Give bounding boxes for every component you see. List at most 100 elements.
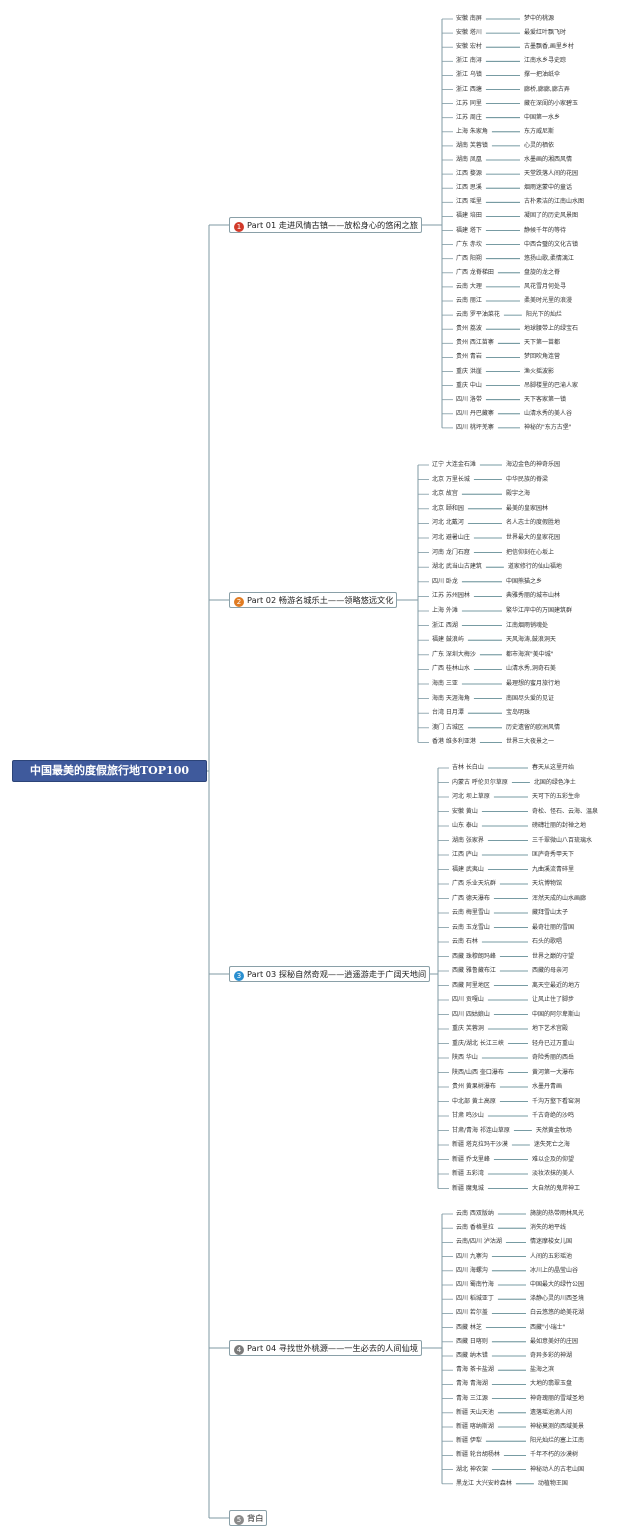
leaf-location[interactable]: 新疆 塔克拉玛干沙漠 <box>452 1141 508 1148</box>
leaf-location[interactable]: 四川 稻城亚丁 <box>456 1295 494 1303</box>
leaf-location[interactable]: 吉林 长白山 <box>452 764 484 771</box>
leaf-location[interactable]: 新疆 五彩湾 <box>452 1170 484 1177</box>
leaf-location[interactable]: 浙江 西湖 <box>432 621 458 629</box>
leaf-location[interactable]: 四川 桃坪羌寨 <box>456 423 494 431</box>
leaf-location[interactable]: 海南 天涯海角 <box>432 694 470 702</box>
leaf-location[interactable]: 西藏 日喀则 <box>456 1337 488 1345</box>
leaf-location[interactable]: 甘肃 鸣沙山 <box>452 1112 484 1119</box>
leaf-location[interactable]: 湖南 芙蓉镇 <box>456 141 488 149</box>
leaf-location[interactable]: 陕西 华山 <box>452 1054 478 1061</box>
leaf-location[interactable]: 西藏 雅鲁藏布江 <box>452 967 496 974</box>
leaf-location[interactable]: 海南 三亚 <box>432 680 458 687</box>
leaf-location[interactable]: 云南 玉龙雪山 <box>452 923 490 931</box>
leaf-location[interactable]: 河南 龙门石窟 <box>432 548 470 556</box>
leaf-location[interactable]: 新疆 魔鬼城 <box>452 1184 484 1192</box>
leaf-location[interactable]: 广东 深圳大梅沙 <box>432 650 476 658</box>
leaf-location[interactable]: 云南 香格里拉 <box>456 1224 494 1232</box>
leaf-location[interactable]: 青海 茶卡盐湖 <box>456 1366 494 1374</box>
leaf-location[interactable]: 澳门 古城区 <box>432 723 464 731</box>
leaf-location[interactable]: 重庆 洪崖 <box>456 367 482 375</box>
leaf-location[interactable]: 广西 桂林山水 <box>432 665 470 673</box>
leaf-location[interactable]: 中北部 黄土高原 <box>452 1097 496 1105</box>
leaf-location[interactable]: 云南 罗平油菜花 <box>456 311 500 319</box>
leaf-location[interactable]: 浙江 南浔 <box>456 57 482 65</box>
leaf-location[interactable]: 贵州 黄果树瀑布 <box>452 1083 496 1090</box>
leaf-location[interactable]: 新疆 喀纳斯湖 <box>456 1423 494 1430</box>
leaf-location[interactable]: 江苏 周庄 <box>456 113 482 121</box>
leaf-location[interactable]: 安徽 黄山 <box>452 807 478 815</box>
leaf-location[interactable]: 四川 若尔盖 <box>456 1309 488 1317</box>
leaf-location[interactable]: 江西 瑶里 <box>456 198 482 206</box>
leaf-location[interactable]: 辽宁 大连金石滩 <box>432 461 476 468</box>
leaf-location[interactable]: 广东 赤坎 <box>456 240 482 248</box>
leaf-location[interactable]: 香港 维多利亚港 <box>432 738 476 746</box>
leaf-location[interactable]: 上海 外滩 <box>432 607 458 614</box>
leaf-location[interactable]: 福建 培田 <box>456 212 482 220</box>
leaf-location[interactable]: 江西 婺源 <box>456 170 482 178</box>
leaf-location[interactable]: 甘肃/青海 祁连山草原 <box>452 1126 510 1134</box>
leaf-location[interactable]: 湖北 武当山古建筑 <box>432 563 482 571</box>
leaf-location[interactable]: 新疆 天山天池 <box>456 1408 494 1416</box>
leaf-location[interactable]: 西藏 阿里地区 <box>452 981 490 989</box>
leaf-location[interactable]: 四川 九寨沟 <box>456 1252 488 1260</box>
leaf-location[interactable]: 西藏 珠穆朗玛峰 <box>452 952 496 960</box>
leaf-location[interactable]: 福建 鼓浪屿 <box>432 636 464 644</box>
leaf-location[interactable]: 黑龙江 大兴安岭森林 <box>456 1479 512 1487</box>
leaf-location[interactable]: 重庆 中山 <box>456 381 482 389</box>
leaf-location[interactable]: 河北 避暑山庄 <box>432 534 470 541</box>
leaf-location[interactable]: 江西 庐山 <box>452 851 478 858</box>
leaf-location[interactable]: 四川 蜀南竹海 <box>456 1281 494 1288</box>
leaf-location[interactable]: 安徽 南屏 <box>456 15 482 22</box>
leaf-location[interactable]: 北京 颐和园 <box>432 504 464 512</box>
leaf-location[interactable]: 四川 洛带 <box>456 395 482 403</box>
leaf-location[interactable]: 重庆/湖北 长江三峡 <box>452 1039 504 1047</box>
leaf-location[interactable]: 台湾 日月潭 <box>432 709 464 717</box>
leaf-location[interactable]: 青海 三江源 <box>456 1394 488 1402</box>
leaf-location[interactable]: 云南/四川 泸沽湖 <box>456 1238 502 1246</box>
leaf-location[interactable]: 安徽 宏村 <box>456 43 482 51</box>
leaf-location[interactable]: 四川 卧龙 <box>432 577 458 585</box>
leaf-location[interactable]: 河北 坝上草原 <box>452 793 490 800</box>
leaf-location[interactable]: 河北 北戴河 <box>432 519 464 527</box>
leaf-location[interactable]: 浙江 西塘 <box>456 85 482 93</box>
leaf-location[interactable]: 四川 海螺沟 <box>456 1266 488 1274</box>
leaf-location[interactable]: 北京 万里长城 <box>432 475 470 483</box>
leaf-location[interactable]: 江苏 苏州园林 <box>432 592 470 600</box>
leaf-location[interactable]: 四川 四姑娘山 <box>452 1010 490 1018</box>
leaf-location[interactable]: 青海 青海湖 <box>456 1380 488 1388</box>
leaf-location[interactable]: 贵州 荔波 <box>456 325 482 333</box>
leaf-location[interactable]: 贵州 西江苗寨 <box>456 339 494 347</box>
leaf-location[interactable]: 新疆 伊犁 <box>456 1437 482 1445</box>
leaf-location[interactable]: 四川 贡嘎山 <box>452 996 484 1003</box>
leaf-location[interactable]: 重庆 芙蓉洞 <box>452 1025 484 1032</box>
leaf-location[interactable]: 湖北 神农架 <box>456 1465 488 1473</box>
leaf-location[interactable]: 山东 泰山 <box>452 822 478 829</box>
leaf-location[interactable]: 西藏 林芝 <box>456 1323 482 1331</box>
leaf-location[interactable]: 陕西/山西 壶口瀑布 <box>452 1068 504 1076</box>
leaf-location[interactable]: 浙江 乌镇 <box>456 71 482 79</box>
leaf-location[interactable]: 云南 西双版纳 <box>456 1210 494 1217</box>
leaf-location[interactable]: 四川 丹巴藏寨 <box>456 409 494 417</box>
leaf-location[interactable]: 广西 阳朔 <box>456 254 482 262</box>
leaf-location[interactable]: 福建 塔下 <box>456 226 482 234</box>
leaf-location[interactable]: 广西 乐业天坑群 <box>452 880 496 887</box>
leaf-location[interactable]: 江西 思溪 <box>456 184 482 192</box>
root-node[interactable]: 中国最美的度假旅行地TOP100 <box>12 760 207 782</box>
leaf-location[interactable]: 湖南 张家界 <box>452 836 484 844</box>
leaf-location[interactable]: 内蒙古 呼伦贝尔草原 <box>452 778 508 786</box>
leaf-location[interactable]: 北京 故宫 <box>432 490 458 498</box>
leaf-location[interactable]: 云南 梅里雪山 <box>452 909 490 916</box>
leaf-location[interactable]: 上海 朱家角 <box>456 127 488 135</box>
leaf-location[interactable]: 云南 丽江 <box>456 297 482 304</box>
leaf-location[interactable]: 广西 德天瀑布 <box>452 894 490 902</box>
leaf-location[interactable]: 湖南 凤凰 <box>456 156 482 163</box>
leaf-location[interactable]: 云南 大理 <box>456 282 482 290</box>
leaf-location[interactable]: 广西 龙脊梯田 <box>456 268 494 276</box>
leaf-location[interactable]: 西藏 纳木错 <box>456 1352 488 1359</box>
leaf-location[interactable]: 江苏 同里 <box>456 99 482 107</box>
